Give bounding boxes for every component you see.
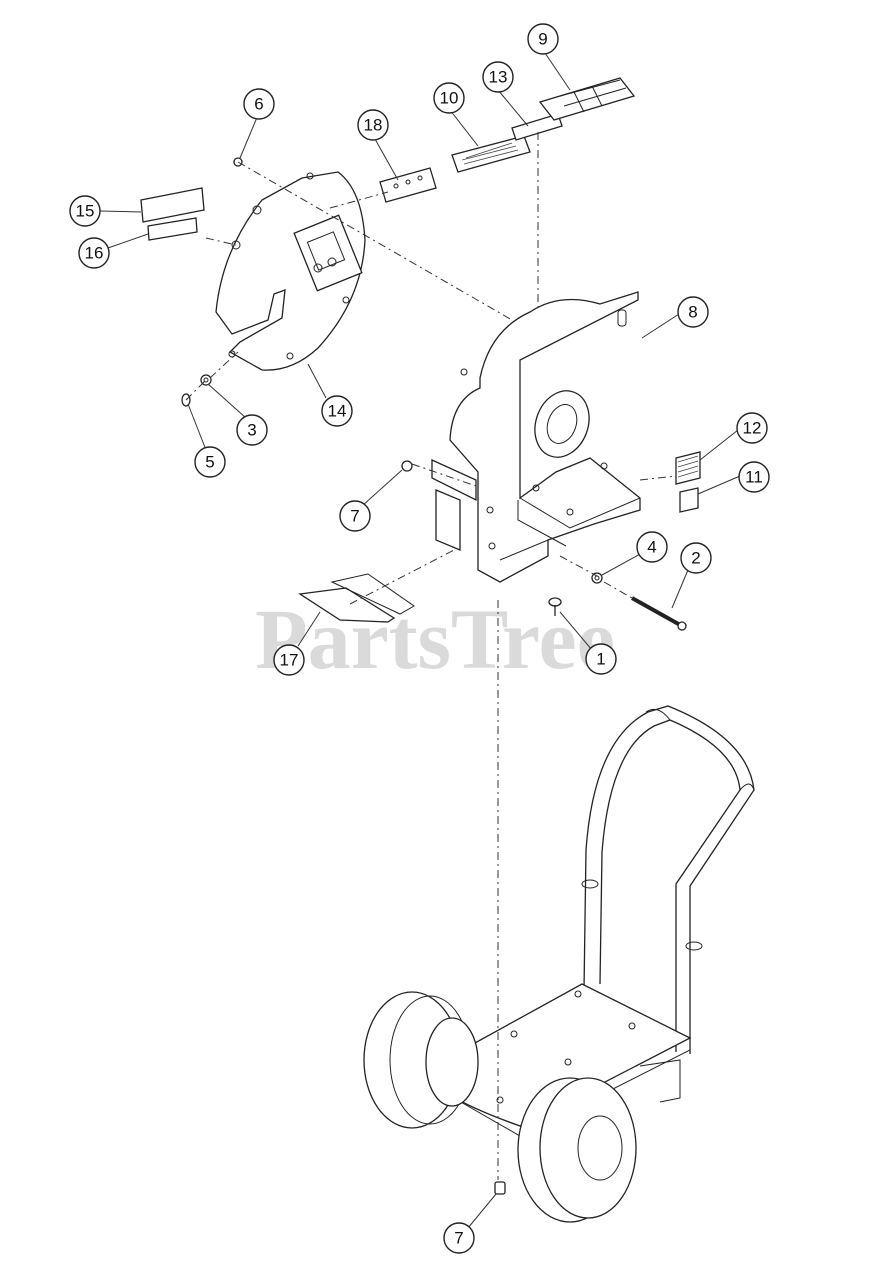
svg-text:6: 6 <box>254 95 263 114</box>
svg-text:5: 5 <box>205 453 214 472</box>
callout-3: 3 <box>236 414 268 446</box>
callout-16: 16 <box>78 237 110 269</box>
svg-text:11: 11 <box>745 468 763 487</box>
svg-text:15: 15 <box>76 202 95 221</box>
label-9 <box>538 77 636 121</box>
grille-decal-12 <box>675 451 701 485</box>
hardware-bolt-1 <box>548 597 562 616</box>
hardware-nut-7-bottom <box>494 1181 506 1195</box>
svg-text:18: 18 <box>364 116 383 135</box>
flap-17 <box>298 573 415 623</box>
svg-text:12: 12 <box>743 419 762 438</box>
callout-8: 8 <box>677 296 709 328</box>
callout-4: 4 <box>636 531 668 563</box>
callout-2: 2 <box>680 542 712 574</box>
decal-15 <box>140 187 205 223</box>
callout-7-bottom: 7 <box>443 1222 475 1254</box>
leader-lines <box>99 49 741 1229</box>
svg-text:7: 7 <box>350 507 359 526</box>
decal-16 <box>147 217 198 241</box>
callout-12: 12 <box>736 412 768 444</box>
callout-10: 10 <box>433 82 465 114</box>
svg-text:2: 2 <box>691 549 700 568</box>
watermark: PartsTree <box>255 591 615 687</box>
callout-5: 5 <box>194 446 226 478</box>
svg-text:1: 1 <box>596 650 605 669</box>
callout-11: 11 <box>738 461 770 493</box>
callout-18: 18 <box>357 109 389 141</box>
svg-text:9: 9 <box>538 30 547 49</box>
hardware-pin-2 <box>631 596 687 631</box>
callout-17: 17 <box>273 644 305 676</box>
callout-13: 13 <box>482 61 514 93</box>
svg-text:10: 10 <box>440 89 459 108</box>
callout-7-top: 7 <box>339 500 371 532</box>
left-wheel <box>363 991 479 1129</box>
hardware-nut-7-top <box>401 460 413 472</box>
svg-text:7: 7 <box>454 1229 463 1248</box>
callout-9: 9 <box>527 23 559 55</box>
svg-text:3: 3 <box>247 421 256 440</box>
callout-6: 6 <box>243 88 275 120</box>
callout-14: 14 <box>321 395 353 427</box>
callout-15: 15 <box>69 195 101 227</box>
svg-text:16: 16 <box>85 244 104 263</box>
label-10 <box>451 135 531 173</box>
svg-text:14: 14 <box>328 402 347 421</box>
right-wheel <box>517 1077 637 1223</box>
side-cover-plate <box>215 171 366 371</box>
svg-text:8: 8 <box>688 303 697 322</box>
label-13 <box>511 113 563 141</box>
decal-11 <box>679 487 699 513</box>
plate-18 <box>379 167 437 203</box>
svg-text:17: 17 <box>280 651 299 670</box>
svg-text:4: 4 <box>647 538 656 557</box>
assembly-lines <box>185 132 677 1180</box>
callout-1: 1 <box>585 643 617 675</box>
svg-text:13: 13 <box>489 68 508 87</box>
main-housing <box>431 291 641 583</box>
